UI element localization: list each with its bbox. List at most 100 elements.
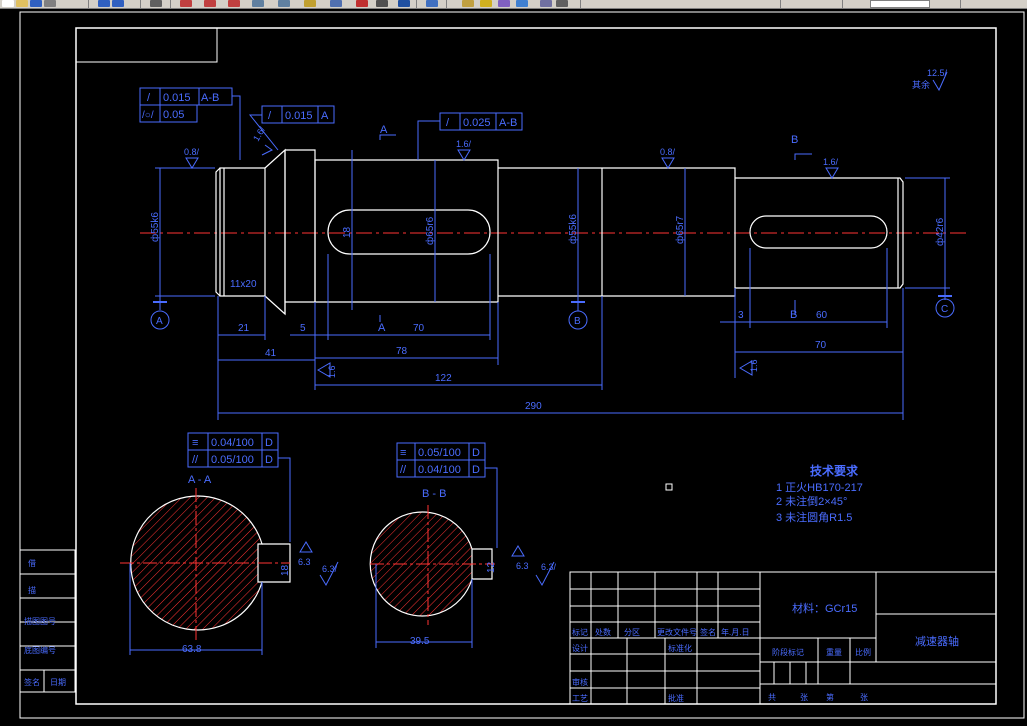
color-icon[interactable]	[498, 0, 510, 7]
layer-icon[interactable]	[426, 0, 438, 7]
toolbar-separator	[580, 0, 581, 8]
sidebar-label-3: 描图图号	[24, 616, 56, 626]
groove-label: 11x20	[230, 279, 257, 290]
tol-mid-value: 0.025	[463, 117, 491, 129]
toolbar-separator	[842, 0, 843, 8]
title-block-label: 分区	[624, 628, 640, 637]
zoom-dropdown[interactable]	[870, 0, 930, 8]
dim-70-a: 70	[413, 323, 425, 334]
section-aa-view	[120, 488, 339, 655]
roughness-right-symbol	[739, 360, 753, 376]
title-block-label: 第	[826, 692, 834, 702]
tol-left-2-symbol: /○/	[142, 110, 154, 121]
roughness-1: 0.8/	[184, 147, 200, 157]
properties-icon[interactable]	[252, 0, 264, 7]
sec-a-tol1-datum: D	[265, 437, 273, 449]
sec-b-tol1-symbol: ≡	[400, 447, 406, 459]
title-block-label: 更改文件号	[657, 627, 697, 637]
layer-prev-icon[interactable]	[480, 0, 492, 7]
markup-icon[interactable]	[356, 0, 368, 7]
sidebar-label-4: 底图编号	[24, 645, 56, 655]
title-block-label: 批准	[668, 693, 684, 703]
dim-5: 5	[300, 323, 306, 334]
title-block-label: 共	[768, 693, 776, 702]
sec-b-tol2-value: 0.04/100	[418, 464, 461, 476]
zoom-previous-icon[interactable]	[228, 0, 240, 7]
roughness-sec-a-2: 6.3/	[322, 564, 338, 574]
toolbar-separator	[446, 0, 447, 8]
title-block-label: 标记	[572, 627, 588, 637]
dim-roughness-left: 1.6	[327, 365, 337, 378]
sidebar-label-1: 借	[28, 558, 36, 568]
drawing-canvas[interactable]: 其余 12.5/	[0, 8, 1027, 726]
sheet-border	[19, 11, 1025, 719]
general-roughness: 其余 12.5/	[912, 68, 948, 92]
main-dimensions	[150, 134, 955, 420]
pan-icon[interactable]	[150, 0, 162, 7]
tolerance-frame-shoulder	[248, 105, 335, 151]
title-block-label: 张	[860, 693, 868, 702]
sec-a-tol2-value: 0.05/100	[211, 454, 254, 466]
title-block-labels: 标记处数分区更改文件号签名年.月.日设计标准化审核工艺批准阶段标记重量比例共张第…	[572, 627, 871, 703]
title-block-label: 设计	[572, 643, 588, 653]
cad-toolbar	[0, 0, 1027, 9]
toolbar-separator	[88, 0, 89, 8]
tol-left-2-value: 0.05	[163, 109, 184, 121]
datum-c: C	[941, 304, 948, 315]
print-icon[interactable]	[44, 0, 56, 7]
keyway-depth-section-a: 18	[280, 564, 291, 576]
tool-palette-icon[interactable]	[304, 0, 316, 7]
calculator-icon[interactable]	[376, 0, 388, 7]
layer-state-icon[interactable]	[462, 0, 474, 7]
section-bb-view	[369, 505, 555, 648]
zoom-realtime-icon[interactable]	[180, 0, 192, 7]
new-icon[interactable]	[2, 0, 14, 7]
save-icon[interactable]	[30, 0, 42, 7]
help-icon[interactable]	[398, 0, 410, 7]
sec-b-tol1-value: 0.05/100	[418, 447, 461, 459]
dim-290: 290	[525, 401, 542, 412]
tol-left-1-datum: A-B	[201, 92, 219, 104]
sec-a-tol1-symbol: ≡	[192, 437, 198, 449]
sec-a-tol1-value: 0.04/100	[211, 437, 254, 449]
title-block-label: 重量	[826, 647, 842, 657]
crosshair-cursor	[665, 483, 673, 491]
title-block-label: 年.月.日	[721, 627, 749, 637]
section-aa-frames	[187, 432, 291, 542]
dim-122: 122	[435, 373, 452, 384]
diameter-3: ф55k6	[567, 214, 579, 244]
plot-style-icon[interactable]	[556, 0, 568, 7]
linetype-icon[interactable]	[516, 0, 528, 7]
roughness-4: 0.8/	[660, 147, 676, 157]
section-a-label-top: A	[380, 124, 388, 136]
roughness-2: 1.6/	[251, 125, 267, 143]
keyway-depth-section-b: 12	[486, 561, 497, 573]
open-icon[interactable]	[16, 0, 28, 7]
dim-63-8: 63.8	[182, 644, 202, 655]
title-block-label: 标准化	[668, 643, 692, 653]
keyway-depth-a: 18	[342, 226, 353, 238]
section-bb-title: B - B	[422, 488, 446, 500]
dim-78: 78	[396, 346, 408, 357]
tol-left-1-value: 0.015	[163, 92, 191, 104]
design-center-icon[interactable]	[278, 0, 290, 7]
tol-shoulder-datum: A	[321, 110, 329, 122]
title-block-label: 工艺	[572, 694, 588, 703]
toolbar-separator	[140, 0, 141, 8]
dim-39-5: 39.5	[410, 636, 430, 647]
sheet-set-icon[interactable]	[330, 0, 342, 7]
title-block-label: 阶段标记	[772, 647, 804, 657]
datum-a: A	[156, 316, 163, 327]
dim-60: 60	[816, 310, 828, 321]
diameter-1: ф55k6	[149, 212, 161, 242]
redo-icon[interactable]	[112, 0, 124, 7]
lineweight-icon[interactable]	[540, 0, 552, 7]
title-block-label: 处数	[595, 627, 611, 637]
undo-icon[interactable]	[98, 0, 110, 7]
zoom-window-icon[interactable]	[204, 0, 216, 7]
roughness-left-symbol	[317, 362, 331, 378]
diameter-4: ф65r7	[674, 215, 686, 244]
roughness-3: 1.6/	[456, 139, 472, 149]
datum-b: B	[574, 316, 581, 327]
roughness-sec-a-1: 6.3	[298, 557, 311, 567]
